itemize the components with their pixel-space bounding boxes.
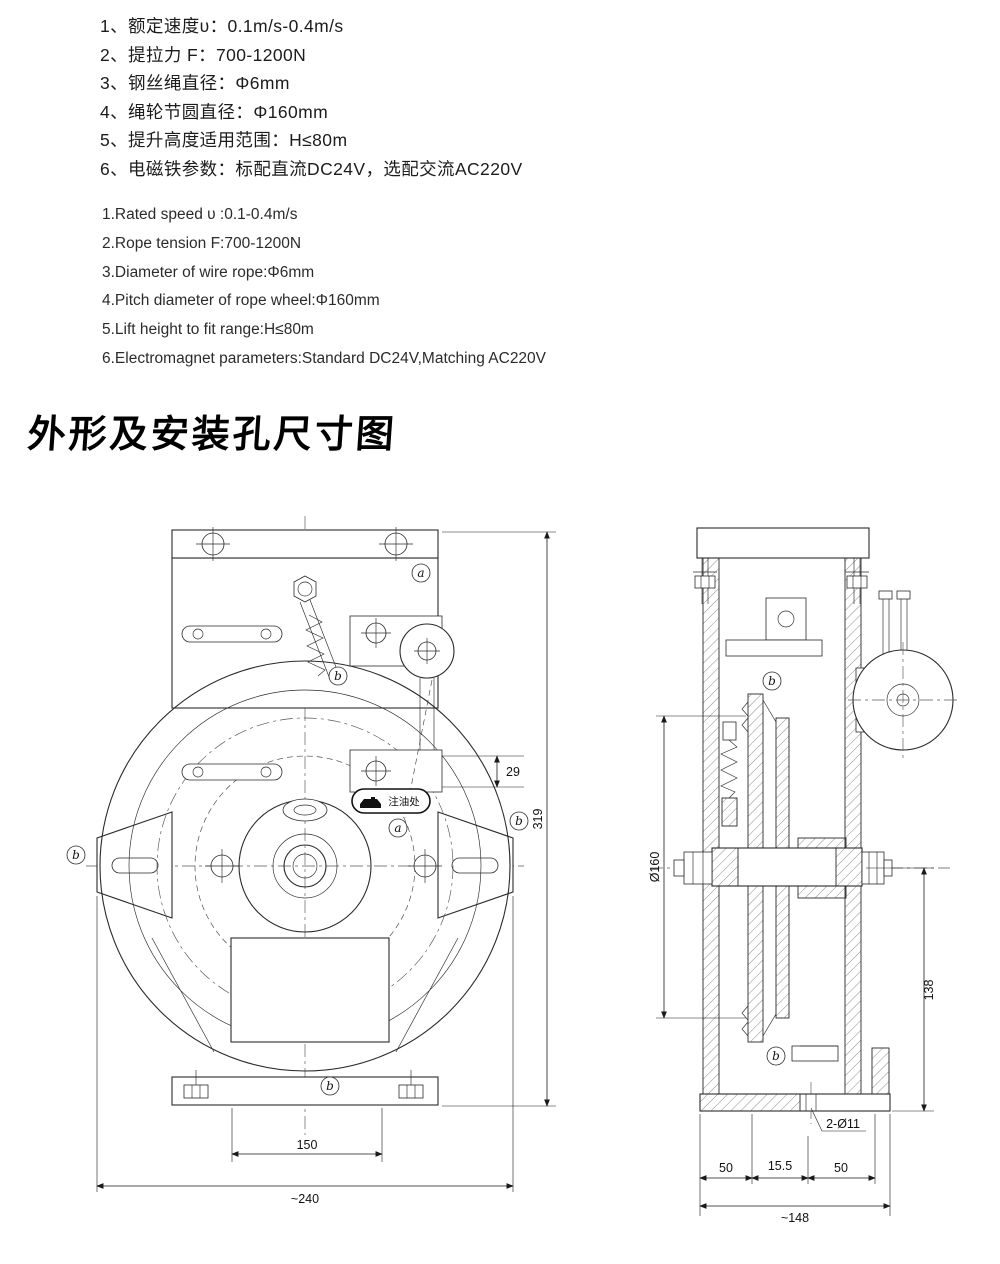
spec-en-5: 5.Lift height to fit range:H≤80m: [102, 321, 314, 339]
foot-bolt: [183, 1070, 209, 1099]
oil-badge: 注油处: [351, 788, 431, 814]
marker-b: b: [66, 845, 86, 865]
side-centerlines: [650, 867, 950, 1124]
spec-cn-2: 2、提拉力 F：700-1200N: [100, 44, 307, 65]
marker-b-label: b: [72, 848, 80, 862]
marker-b-label: b: [768, 674, 776, 688]
spec-cn-6: 6、电磁铁参数：标配直流DC24V，选配交流AC220V: [100, 158, 523, 179]
spec-cn-5: 5、提升高度适用范围：H≤80m: [100, 130, 348, 151]
dim-seg-50-left: 50: [719, 1161, 733, 1175]
spec-en-4: 4.Pitch diameter of rope wheel:Φ160mm: [102, 292, 380, 310]
marker-b: b: [320, 1076, 340, 1096]
marker-a: a: [411, 563, 431, 583]
spec-en-3: 3.Diameter of wire rope:Φ6mm: [102, 263, 315, 281]
marker-b: b: [509, 811, 529, 831]
marker-a-label: a: [394, 821, 401, 835]
spec-cn-3: 3、钢丝绳直径：Φ6mm: [100, 73, 290, 94]
hub-bolts: [205, 849, 442, 883]
reference-markers-front: a b a b b: [66, 563, 529, 1096]
brake-lever-assembly: [293, 575, 342, 683]
dim-overall-width-240: ~240: [291, 1192, 319, 1206]
lower-bracket: [791, 1045, 839, 1062]
dim-seg-15-5: 15.5: [768, 1159, 792, 1173]
bottom-mounting-plate: [171, 1070, 439, 1106]
spec-cn-4: 4、绳轮节圆直径：Φ160mm: [100, 101, 329, 122]
dim-wheel-dia-160: Ø160: [648, 852, 662, 883]
brake-spring: [720, 721, 738, 827]
marker-a-label: a: [417, 566, 424, 580]
cap-bolts: [693, 558, 869, 604]
hex-bolt: [293, 575, 317, 603]
marker-b: b: [762, 671, 782, 691]
bottom-cover-box: [230, 937, 390, 1043]
foot-bolt: [398, 1070, 424, 1099]
right-bracket-plates: [349, 615, 443, 793]
slotted-adjustment-bars: [181, 625, 283, 781]
marker-b: b: [766, 1046, 786, 1066]
top-mounting-plate: [171, 527, 439, 561]
upper-mechanism: [725, 597, 823, 657]
marker-b-label: b: [772, 1049, 780, 1063]
front-dimensions: 319 29 150 ~240: [96, 531, 556, 1206]
oil-badge-label: 注油处: [388, 795, 420, 808]
dim-overall-depth-148: ~148: [781, 1211, 809, 1225]
specs-list-chinese: 1、额定速度υ：0.1m/s-0.4m/s 2、提拉力 F：700-1200N …: [100, 12, 523, 184]
mounting-wings: [96, 811, 514, 919]
reference-markers-side: b b: [762, 671, 786, 1066]
dim-bolt-spacing-150: 150: [297, 1138, 318, 1152]
oil-can-icon: [360, 797, 381, 808]
marker-b-label: b: [334, 669, 342, 683]
shaft-assembly: [673, 837, 893, 899]
specs-list-english: 1.Rated speed υ :0.1-0.4m/s 2.Rope tensi…: [102, 201, 546, 374]
base-foot: [699, 1047, 891, 1112]
spec-cn-1: 1、额定速度υ：0.1m/s-0.4m/s: [100, 16, 344, 36]
spec-en-2: 2.Rope tension F:700-1200N: [102, 234, 302, 252]
marker-b: b: [328, 666, 348, 686]
bracket-bolts: [361, 618, 391, 786]
dim-seg-50-right: 50: [834, 1161, 848, 1175]
oil-port: [282, 798, 328, 822]
side-dimensions: Ø160 138 2-Ø11 50 15.5 50 ~148: [648, 715, 936, 1225]
electromagnet: [848, 642, 958, 760]
marker-b-label: b: [515, 814, 523, 828]
front-view: 注油处: [66, 516, 556, 1206]
marker-b-label: b: [326, 1079, 334, 1093]
spec-en-6: 6.Electromagnet parameters:Standard DC24…: [102, 349, 547, 367]
dim-mount-holes-2x11: 2-Ø11: [826, 1117, 860, 1131]
magnet-studs: [878, 590, 911, 654]
marker-a: a: [388, 818, 408, 838]
side-view: b b Ø160 138 2-Ø11: [648, 527, 958, 1225]
deflector-sheave: [399, 623, 455, 819]
dim-height-319: 319: [531, 809, 545, 830]
dim-offset-29: 29: [506, 765, 520, 779]
dim-foot-height-138: 138: [922, 980, 936, 1001]
rope-wheel-circles: [99, 660, 511, 1072]
spec-en-1: 1.Rated speed υ :0.1-0.4m/s: [102, 206, 298, 223]
